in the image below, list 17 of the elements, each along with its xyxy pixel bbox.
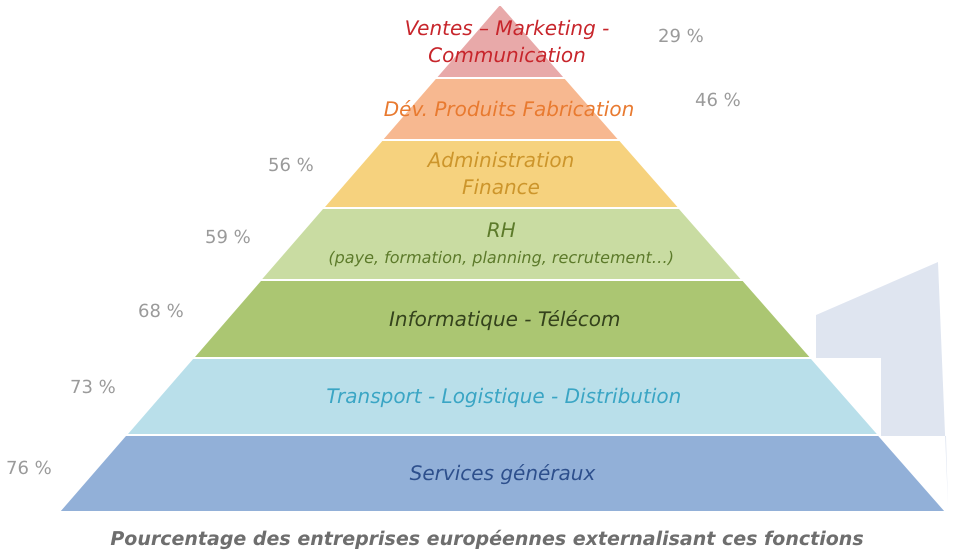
percentage-label: 73 % xyxy=(70,377,116,398)
band-label: (paye, formation, planning, recrutement…) xyxy=(328,247,674,269)
caption: Pourcentage des entreprises européennes externalisant ces fonctions xyxy=(109,528,865,550)
pyramid-band xyxy=(324,141,678,207)
band-label: Administration Finance xyxy=(426,147,576,201)
band-label: Services généraux xyxy=(410,460,596,487)
percentage-label: 59 % xyxy=(205,227,251,248)
band-label: RH xyxy=(486,217,516,244)
percentage-label: 76 % xyxy=(6,458,52,479)
band-label: Transport - Logistique - Distribution xyxy=(326,383,682,410)
pyramid-band xyxy=(262,209,740,279)
percentage-label: 46 % xyxy=(695,90,741,111)
percentage-label: 56 % xyxy=(268,155,314,176)
percentage-label: 68 % xyxy=(138,301,184,322)
pyramid-band xyxy=(60,436,945,511)
band-label: Informatique - Télécom xyxy=(389,306,620,332)
percentage-label: 29 % xyxy=(658,26,704,47)
